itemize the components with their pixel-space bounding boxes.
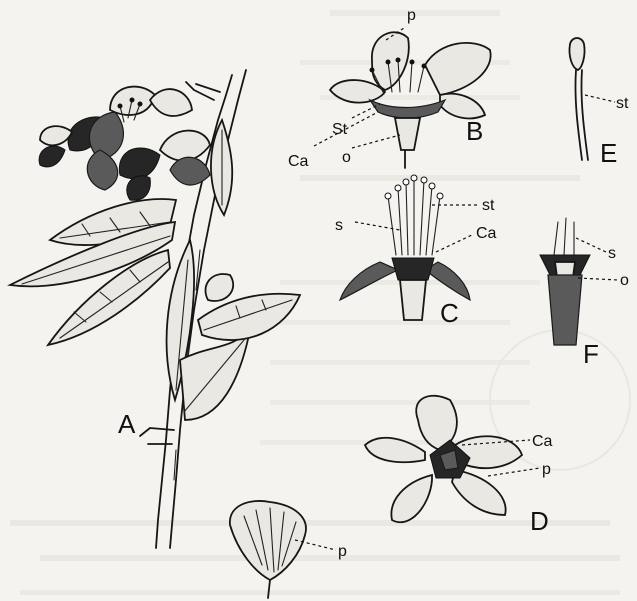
label-d: D xyxy=(530,506,549,536)
label-o-f: o xyxy=(620,272,629,289)
leader-st-e xyxy=(585,95,615,102)
label-ca-c: Ca xyxy=(476,225,497,242)
leader-s-c xyxy=(355,222,400,230)
label-p-d: p xyxy=(542,461,551,478)
figure-single-petal xyxy=(230,501,306,598)
label-st-e: st xyxy=(616,95,629,112)
figure-a-flowering-branch xyxy=(10,70,300,548)
figure-e-stamen xyxy=(569,38,588,160)
label-e: E xyxy=(600,138,617,168)
figure-f-ovary-section xyxy=(540,218,590,345)
leader-ca-b xyxy=(314,112,378,146)
leader-s-f xyxy=(576,238,606,252)
leader-st-b xyxy=(352,104,380,118)
label-b: B xyxy=(466,116,483,146)
leader-o-f xyxy=(578,278,618,280)
label-p-petal: p xyxy=(338,543,347,560)
label-c: C xyxy=(440,298,459,328)
figure-d-open-flower xyxy=(365,396,522,523)
leader-o-b xyxy=(352,135,400,148)
label-o-b: o xyxy=(342,149,351,166)
label-s-f: s xyxy=(608,245,616,262)
label-p-b: p xyxy=(407,7,416,24)
leader-p-d xyxy=(488,468,540,476)
label-ca-d: Ca xyxy=(532,433,553,450)
label-st-b: St xyxy=(332,121,348,138)
label-a: A xyxy=(118,409,136,439)
leader-ca-c xyxy=(436,234,474,252)
label-s-c: s xyxy=(335,217,343,234)
label-f: F xyxy=(583,339,599,369)
label-ca-b: Ca xyxy=(288,153,309,170)
label-st-c: st xyxy=(482,197,495,214)
